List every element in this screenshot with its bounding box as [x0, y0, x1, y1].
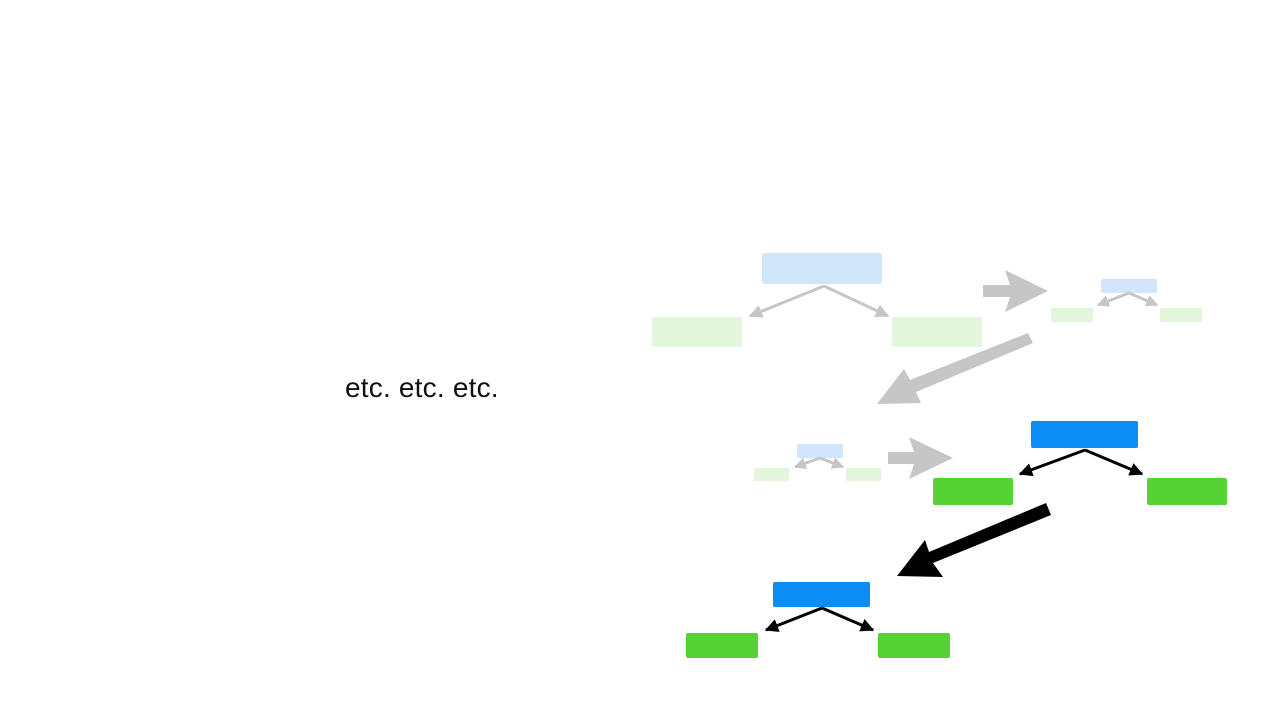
parent-node	[1101, 279, 1157, 293]
left-edge	[764, 606, 823, 632]
right-edge	[819, 456, 845, 469]
tree-highlighted-bottom	[686, 582, 950, 658]
parent-node	[762, 253, 882, 284]
parent-node	[1031, 421, 1138, 448]
tree-highlighted-right	[933, 421, 1227, 505]
tree-large-faded	[652, 253, 982, 347]
flow-arrow-1	[983, 270, 1048, 312]
arrow-icon	[888, 437, 953, 479]
left-child-node	[1051, 308, 1093, 322]
left-edge	[748, 284, 825, 318]
right-child-node	[1147, 478, 1227, 505]
flow-arrow-2	[877, 333, 1033, 404]
left-child-node	[686, 633, 758, 658]
parent-node	[797, 444, 843, 458]
right-edge	[1084, 448, 1144, 476]
left-edge	[1018, 448, 1086, 477]
right-child-node	[846, 468, 881, 481]
right-child-node	[878, 633, 950, 658]
right-edge	[823, 284, 890, 318]
left-edge	[793, 456, 821, 469]
arrow-icon	[877, 333, 1033, 404]
right-edge	[1128, 291, 1159, 307]
arrow-icon	[897, 503, 1051, 577]
parent-node	[773, 582, 870, 607]
left-edge	[1096, 291, 1130, 307]
right-child-node	[892, 317, 982, 347]
left-child-node	[933, 478, 1013, 505]
caption-text: etc. etc. etc.	[345, 372, 499, 403]
right-child-node	[1160, 308, 1202, 322]
tree-small-faded-top-right	[1051, 279, 1202, 322]
flow-arrow-3	[888, 437, 953, 479]
right-edge	[821, 606, 875, 632]
left-child-node	[754, 468, 789, 481]
flow-arrow-4	[897, 503, 1051, 577]
arrow-icon	[983, 270, 1048, 312]
tree-small-faded-middle	[754, 444, 881, 481]
left-child-node	[652, 317, 742, 347]
